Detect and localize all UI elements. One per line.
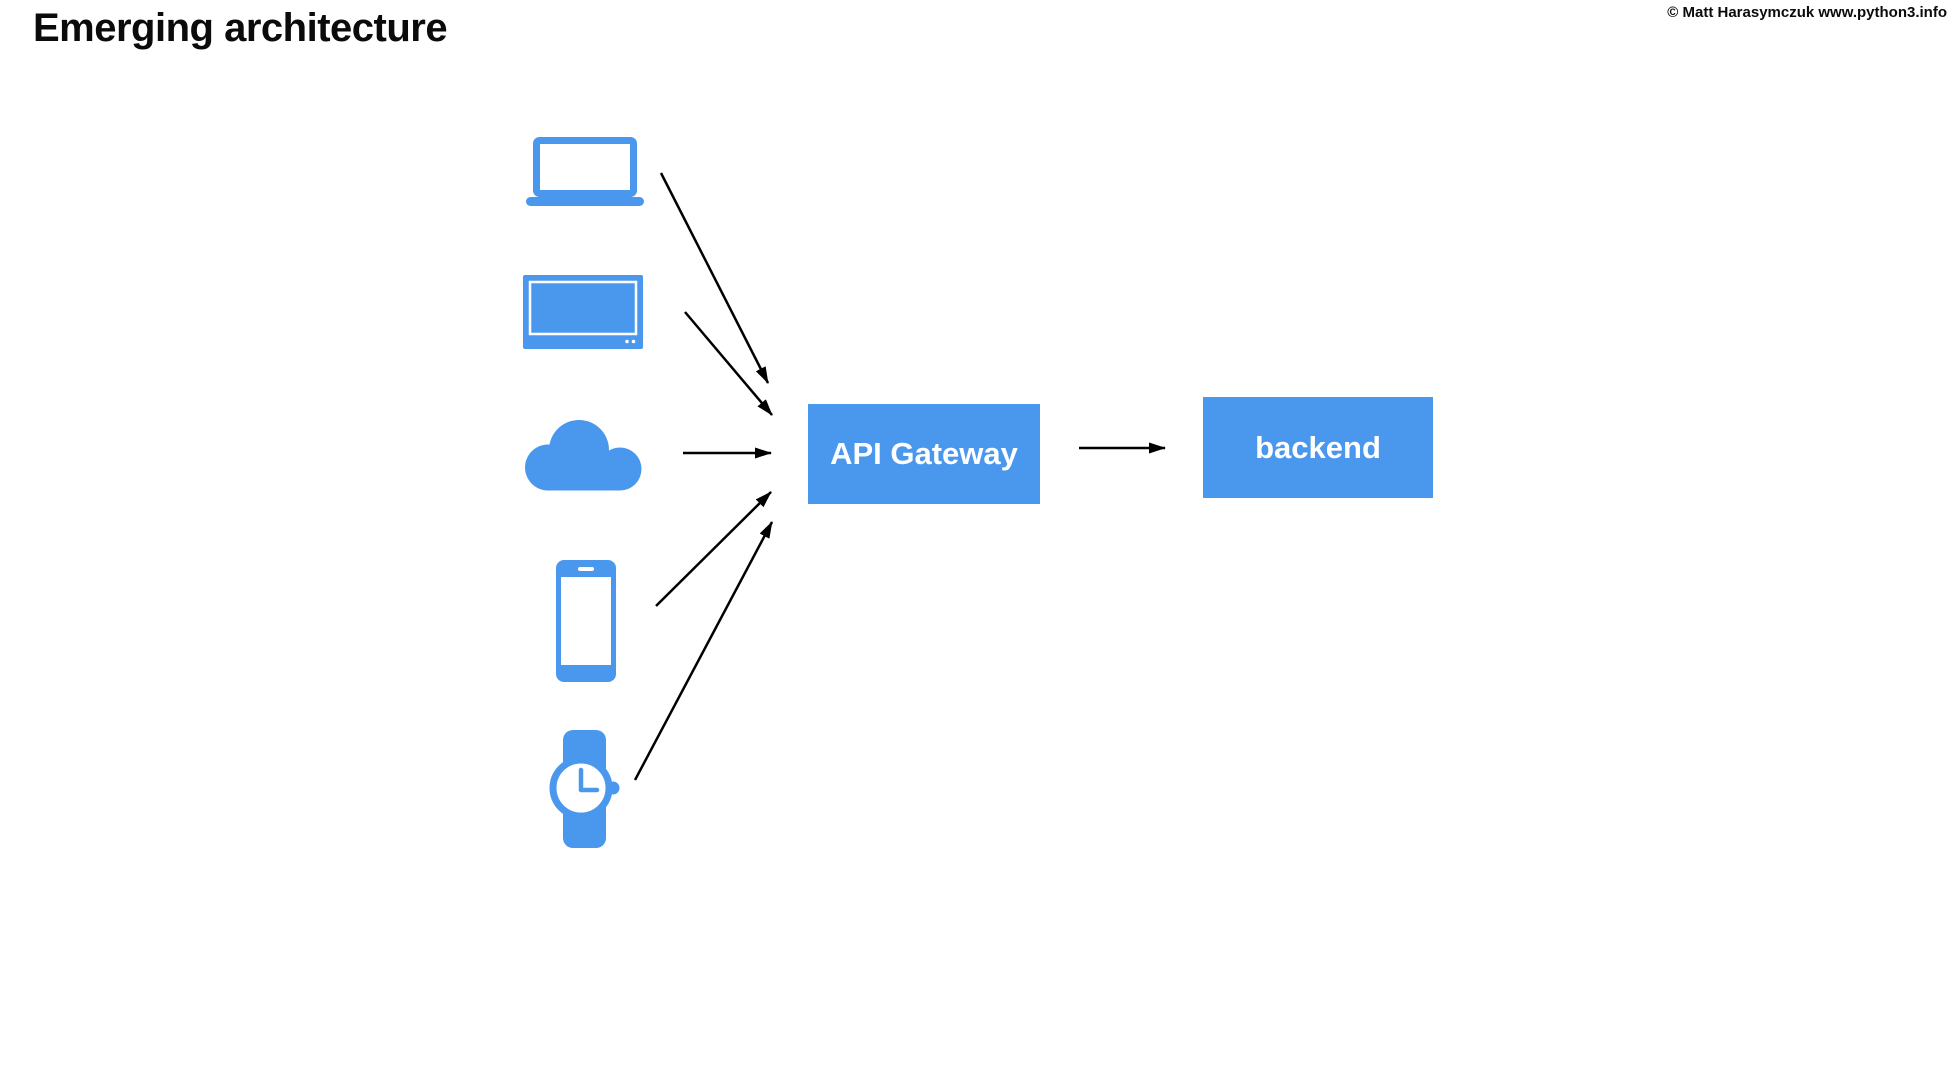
tv-icon	[523, 275, 643, 349]
api-gateway-label: API Gateway	[830, 436, 1018, 471]
backend-box: backend	[1203, 397, 1433, 498]
edge-laptop-to-api-gateway	[659, 172, 770, 384]
edge-tv-to-api-gateway	[684, 311, 773, 416]
laptop-icon	[526, 137, 644, 206]
smartwatch-icon	[549, 730, 620, 848]
cloud-icon	[525, 420, 643, 491]
smartphone-icon	[556, 560, 616, 682]
backend-label: backend	[1255, 429, 1381, 465]
copyright-notice: © Matt Harasymczuk www.python3.info	[1667, 4, 1947, 21]
slide-title: Emerging architecture	[33, 6, 448, 50]
api-gateway-box: API Gateway	[808, 404, 1040, 504]
edge-smartphone-to-api-gateway	[655, 491, 772, 607]
edge-smartwatch-to-api-gateway	[633, 521, 774, 781]
